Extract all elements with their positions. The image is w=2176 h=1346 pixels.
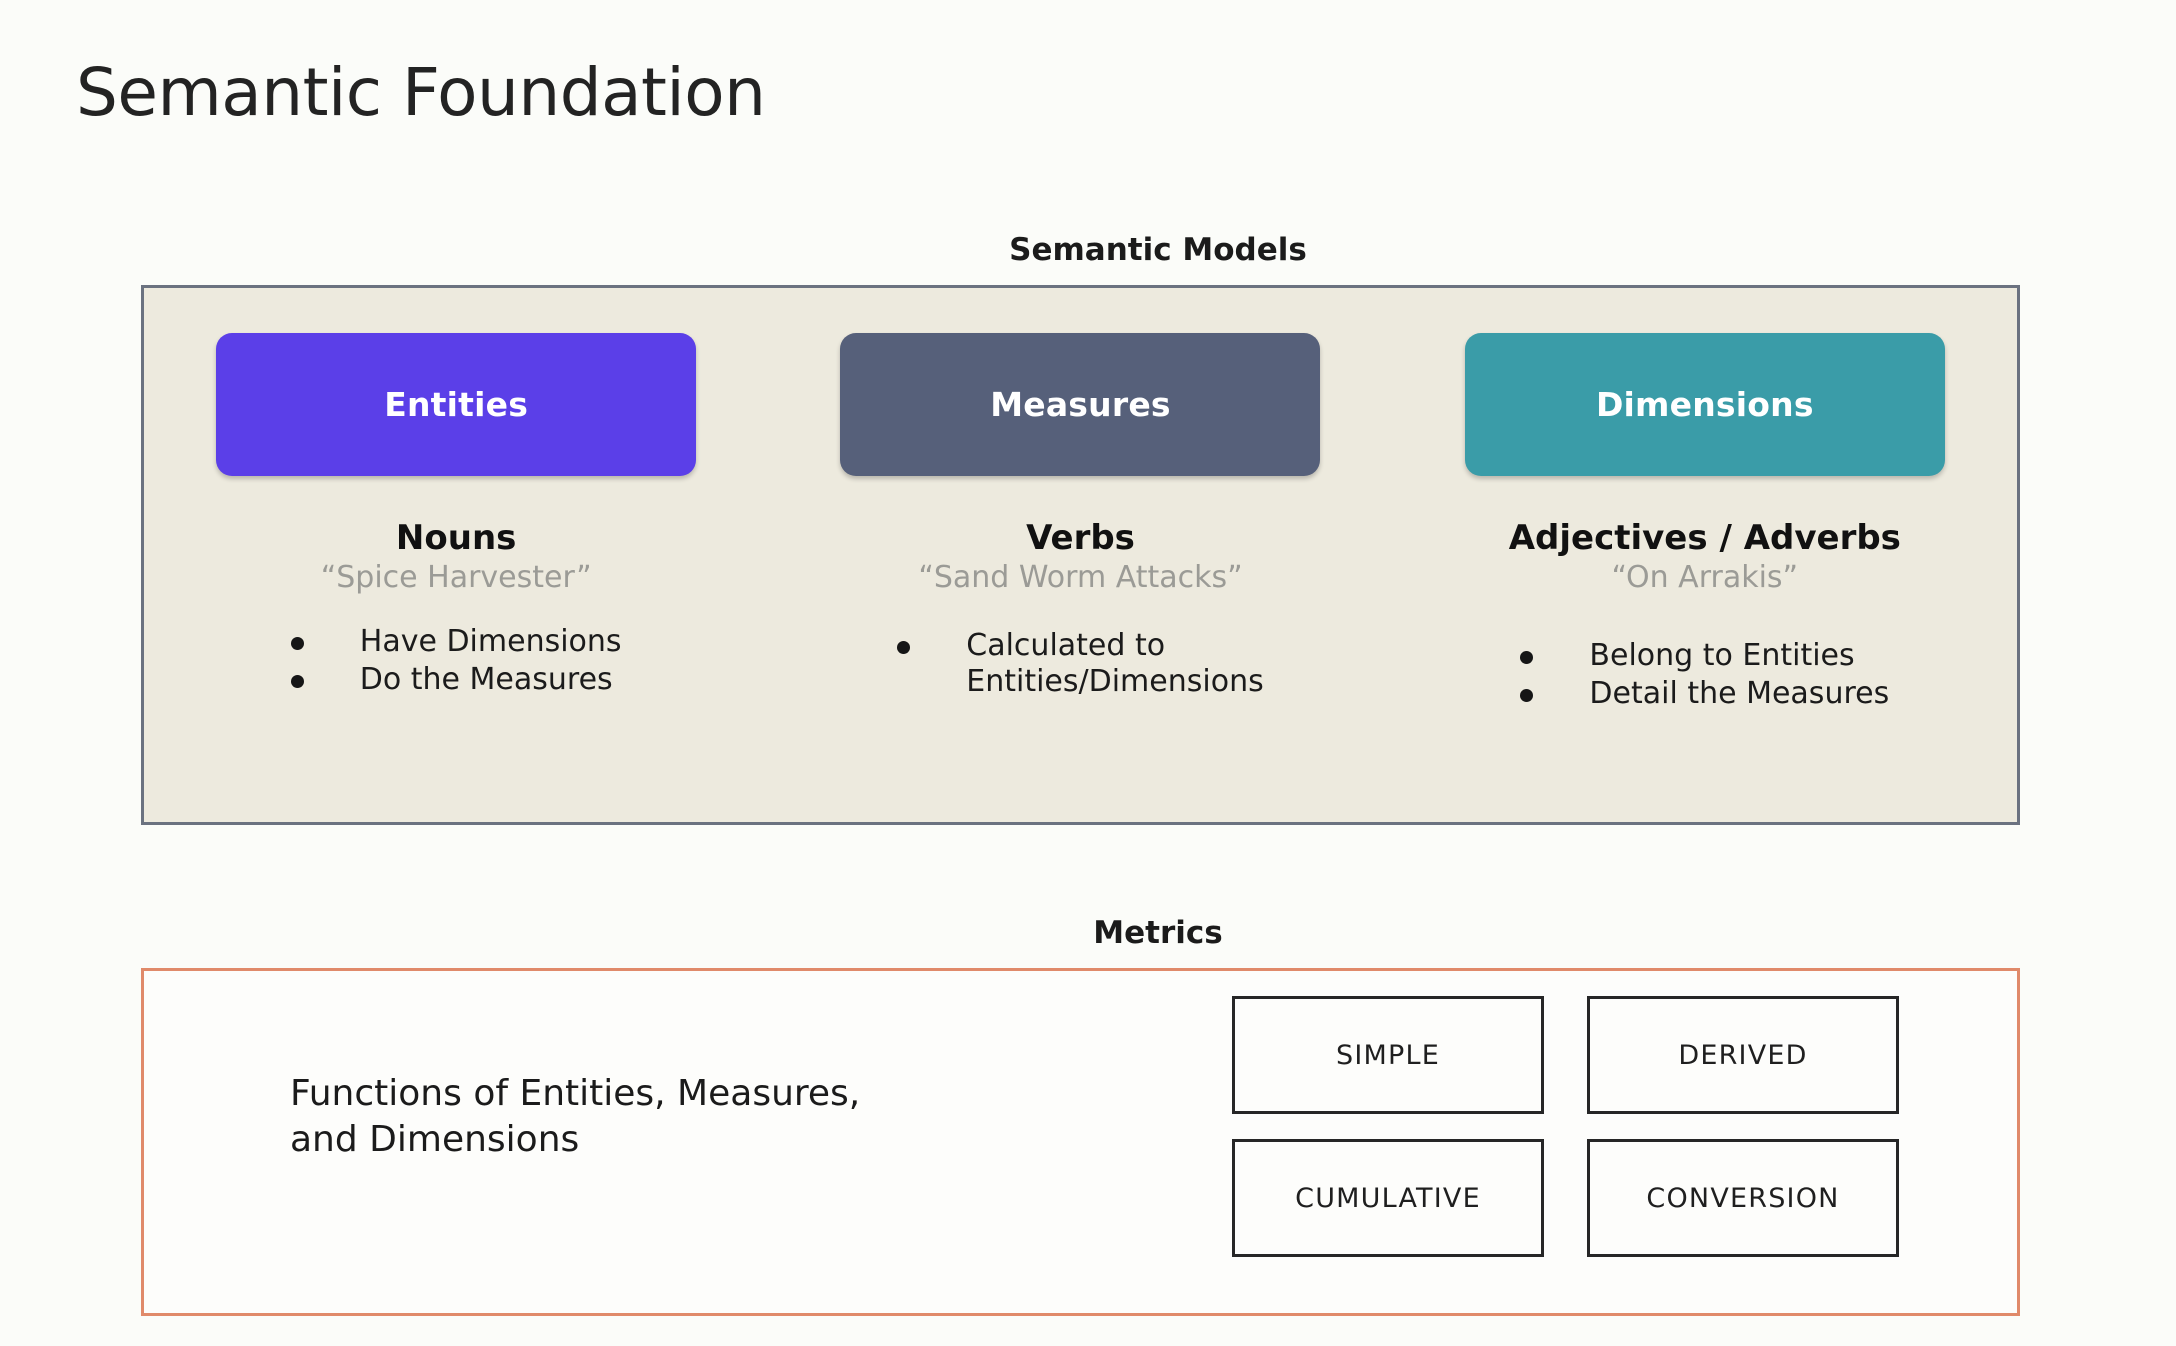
dimensions-card-label: Dimensions — [1595, 385, 1814, 424]
metric-type-simple[interactable]: SIMPLE — [1232, 996, 1544, 1114]
metrics-panel: Functions of Entities, Measures, and Dim… — [141, 968, 2020, 1316]
entities-bullet-1: Do the Measures — [359, 662, 613, 698]
entities-example-quote: “Spice Harvester” — [320, 559, 592, 595]
metrics-header: Metrics — [1093, 915, 1223, 951]
entities-card-label: Entities — [384, 385, 529, 424]
entities-bullet-list: Have Dimensions Do the Measures — [290, 623, 622, 701]
semantic-column-dimensions: Dimensions Adjectives / Adverbs “On Arra… — [1393, 288, 2017, 822]
page-title: Semantic Foundation — [76, 54, 766, 131]
metric-type-simple-label: SIMPLE — [1336, 1039, 1440, 1071]
dimensions-bullet-1: Detail the Measures — [1589, 676, 1890, 712]
dimensions-bullet-list: Belong to Entities Detail the Measures — [1520, 638, 1889, 715]
measures-bullet-list: Calculated to Entities/Dimensions — [897, 627, 1264, 703]
metric-type-derived[interactable]: DERIVED — [1587, 996, 1899, 1114]
entities-bullet-0: Have Dimensions — [359, 623, 622, 659]
bullet-icon — [290, 675, 304, 689]
measures-bullet-0: Calculated to Entities/Dimensions — [966, 627, 1264, 700]
semantic-models-columns: Entities Nouns “Spice Harvester” Have Di… — [144, 288, 2017, 822]
bullet-icon — [1520, 650, 1534, 664]
bullet-icon — [1520, 689, 1534, 703]
semantic-column-entities: Entities Nouns “Spice Harvester” Have Di… — [144, 288, 768, 822]
metric-type-cumulative[interactable]: CUMULATIVE — [1232, 1139, 1544, 1257]
measures-example-quote: “Sand Worm Attacks” — [918, 559, 1243, 595]
bullet-icon — [897, 640, 911, 654]
metric-type-cumulative-label: CUMULATIVE — [1295, 1182, 1481, 1214]
metric-type-grid: SIMPLE DERIVED CUMULATIVE CONVERSION — [1232, 996, 1899, 1257]
list-item: Have Dimensions — [290, 623, 622, 661]
measures-card-label: Measures — [990, 385, 1171, 424]
metric-type-conversion-label: CONVERSION — [1646, 1182, 1840, 1214]
metric-type-derived-label: DERIVED — [1678, 1039, 1808, 1071]
semantic-column-measures: Measures Verbs “Sand Worm Attacks” Calcu… — [768, 288, 1392, 822]
list-item: Belong to Entities — [1520, 638, 1889, 675]
list-item: Do the Measures — [290, 662, 622, 699]
dimensions-part-of-speech: Adjectives / Adverbs — [1508, 518, 1901, 558]
semantic-models-panel: Entities Nouns “Spice Harvester” Have Di… — [141, 285, 2020, 825]
metric-type-conversion[interactable]: CONVERSION — [1587, 1139, 1899, 1257]
metrics-description: Functions of Entities, Measures, and Dim… — [290, 1073, 861, 1161]
dimensions-bullet-0: Belong to Entities — [1589, 637, 1855, 673]
bullet-icon — [290, 636, 304, 650]
list-item: Calculated to Entities/Dimensions — [897, 627, 1264, 701]
entities-part-of-speech: Nouns — [395, 518, 517, 558]
entities-card[interactable]: Entities — [216, 333, 697, 476]
measures-part-of-speech: Verbs — [1026, 518, 1135, 558]
semantic-models-header: Semantic Models — [1009, 232, 1307, 268]
measures-card[interactable]: Measures — [840, 333, 1321, 476]
dimensions-example-quote: “On Arrakis” — [1611, 559, 1799, 595]
dimensions-card[interactable]: Dimensions — [1464, 333, 1945, 476]
list-item: Detail the Measures — [1520, 676, 1889, 713]
